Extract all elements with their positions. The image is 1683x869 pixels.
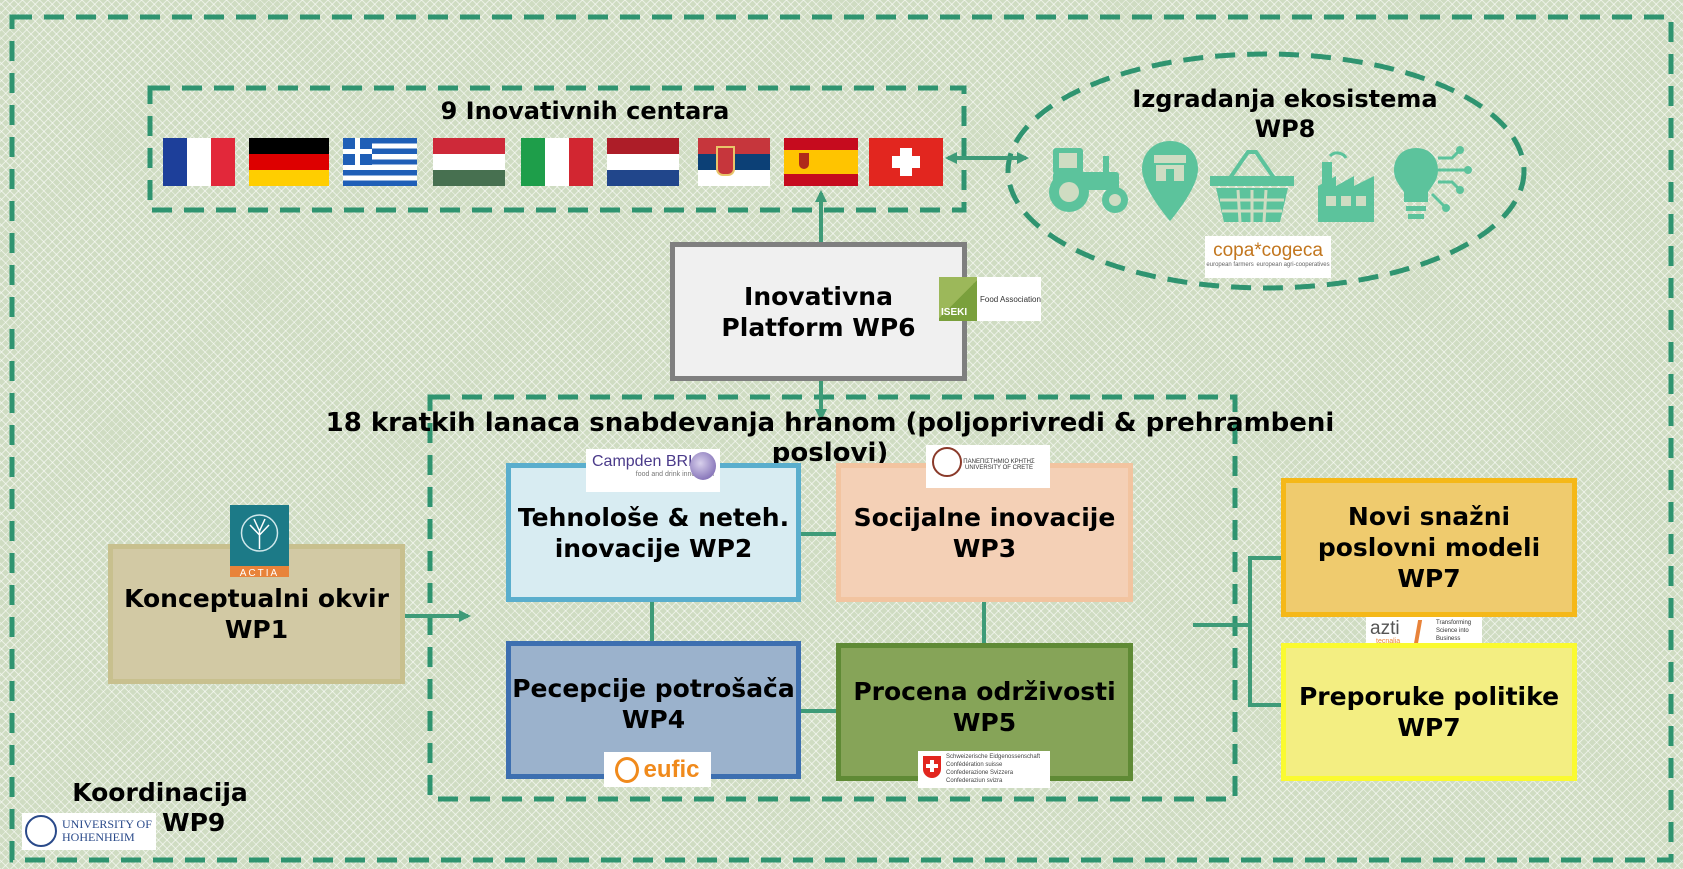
supply-chains-frame (427, 394, 1238, 802)
wp1-line1: Konceptualni okvir (124, 584, 389, 613)
eufic-logo: eufic (604, 752, 711, 787)
wp7b-line2: WP7 (1397, 713, 1461, 742)
flag-spain (784, 138, 858, 186)
flag-greece (343, 138, 417, 186)
wp3-line1: Socijalne inovacije (853, 502, 1116, 532)
wp7a-line3: WP7 (1397, 564, 1461, 593)
swiss-confederation-logo: Schweizerische Eidgenossenschaft Confédé… (918, 751, 1050, 788)
wp1-box: Konceptualni okvir WP1 (108, 544, 405, 684)
tree-icon (240, 514, 279, 552)
wp1-line2: WP1 (224, 615, 289, 644)
supply-chains-title: 18 kratkih lanaca snabdevanja hranom (po… (325, 408, 1335, 468)
platform-label-line1: Inovativna (744, 281, 893, 311)
flag-serbia (698, 138, 770, 186)
wp2-line2: inovacije WP2 (554, 533, 753, 563)
platform-wp6-box: Inovativna Platform WP6 (670, 242, 967, 381)
wp2-line1: Tehnološe & neteh. (517, 502, 790, 532)
wp7a-line2: poslovni modeli (1317, 533, 1541, 562)
flag-hungary (433, 138, 505, 186)
hohenheim-seal-icon (25, 815, 57, 847)
coord-line1: Koordinacija (72, 778, 248, 807)
azti-logo: azti tecnalia Transforming Science into … (1366, 617, 1482, 648)
flag-france (163, 138, 235, 186)
swiss-shield-icon (923, 756, 941, 778)
ecosystem-title: Izgradanja ekosistema WP8 (1100, 84, 1470, 144)
wp7-business-models-box: Novi snažni poslovni modeli WP7 (1281, 478, 1577, 617)
flag-italy (521, 138, 593, 186)
shop-pin-icon (1142, 141, 1198, 221)
factory-icon (1318, 151, 1374, 222)
wp4-line1: Pecepcije potrošača (512, 674, 795, 703)
wp4-box: Pecepcije potrošača WP4 (506, 641, 801, 779)
wp3-line2: WP3 (952, 533, 1017, 563)
university-of-hohenheim-logo: UNIVERSITY OF HOHENHEIM (22, 813, 156, 850)
wp7b-line1: Preporuke politike (1298, 682, 1560, 711)
flag-netherlands (607, 138, 679, 186)
outer-frame (9, 14, 1674, 863)
lightbulb-icon (1394, 146, 1472, 219)
wp5-box: Procena održivosti WP5 (836, 643, 1133, 781)
tractor-icon (1049, 148, 1128, 213)
flag-germany (249, 138, 329, 186)
coord-line2: WP9 (162, 808, 226, 837)
ecosystem-title-line2: WP8 (1254, 115, 1316, 143)
wp5-line2: WP5 (952, 708, 1017, 737)
ecosystem-ellipse (1005, 51, 1527, 291)
basket-icon (1210, 150, 1294, 223)
wp7-policy-box: Preporuke politike WP7 (1281, 643, 1577, 781)
platform-label-line2: Platform WP6 (721, 312, 916, 342)
university-of-crete-logo: ΠΑΝΕΠΙΣΤΗΜΙΟ ΚΡΗΤΗΣ UNIVERSITY OF CRETE (926, 445, 1050, 488)
wp5-line1: Procena održivosti (853, 677, 1116, 706)
centers-title: 9 Inovativnih centara (440, 97, 730, 125)
flag-switzerland (869, 138, 943, 186)
coordination-label: Koordinacija WP9 (70, 778, 250, 838)
eufic-face-icon (615, 756, 640, 783)
centers-frame (147, 85, 967, 213)
ecosystem-title-line1: Izgradanja ekosistema (1132, 85, 1438, 113)
campden-bri-logo: Campden BRI food and drink innovation (586, 449, 720, 492)
wp7a-line1: Novi snažni (1347, 502, 1511, 531)
iseki-logo: ISEKI Food Association (939, 277, 1041, 321)
actia-logo: ACTIA (230, 505, 289, 577)
wp4-line2: WP4 (621, 705, 686, 734)
